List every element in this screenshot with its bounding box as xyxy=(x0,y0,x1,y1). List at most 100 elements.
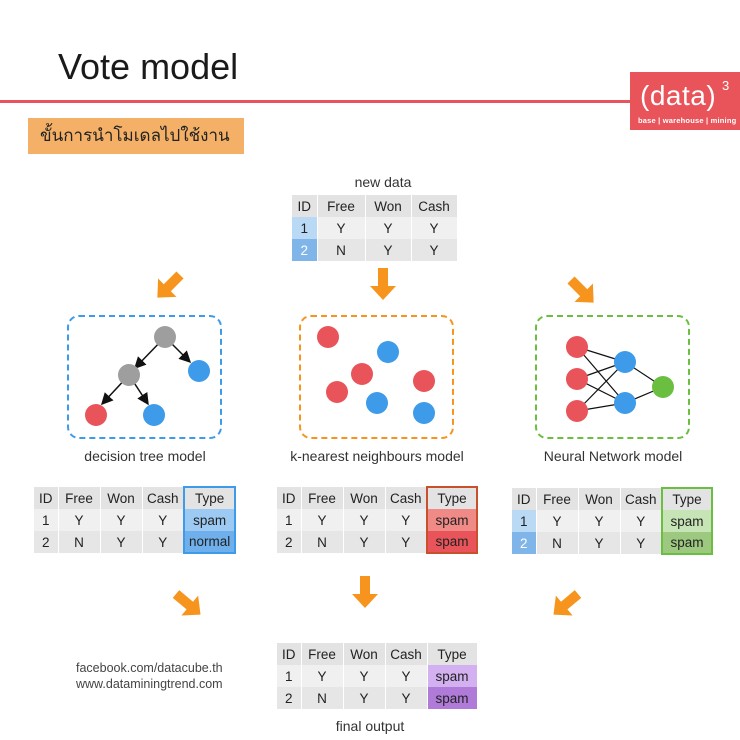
table-cell: Y xyxy=(411,239,458,261)
final-output-table: ID Free Won Cash Type 1 Y Y Y spam 2 N Y… xyxy=(277,643,478,709)
arrow-to-decision-tree-icon xyxy=(157,271,184,298)
type-cell: spam xyxy=(661,510,713,532)
table-row: 1 Y Y Y xyxy=(292,217,458,239)
col-header: Free xyxy=(536,488,579,510)
page-title: Vote model xyxy=(58,46,239,87)
decision-tree-icon xyxy=(85,326,210,426)
new-data-table: ID Free Won Cash 1 Y Y Y 2 N Y Y xyxy=(292,195,458,261)
decision-tree-frame xyxy=(67,315,222,439)
datacube-logo: (data) 3 base | warehouse | mining xyxy=(630,72,740,130)
col-header: Type xyxy=(661,487,713,510)
website-link[interactable]: www.dataminingtrend.com xyxy=(76,677,223,691)
table-cell: 1 xyxy=(277,509,302,531)
table-cell: Y xyxy=(578,510,621,532)
table-row: 1 Y Y Y spam xyxy=(34,509,237,531)
col-header: Won xyxy=(343,487,386,509)
type-cell: spam xyxy=(661,532,713,555)
col-header: Won xyxy=(578,488,621,510)
table-cell: Y xyxy=(343,665,386,687)
table-cell: Y xyxy=(142,531,185,553)
logo-text: (data) xyxy=(640,80,717,111)
type-cell: spam xyxy=(427,687,478,709)
knn-result-table: ID Free Won Cash Type 1 Y Y Y spam 2 N Y… xyxy=(277,486,478,554)
table-cell: Y xyxy=(620,510,663,532)
col-header: Free xyxy=(317,195,366,217)
table-cell: Y xyxy=(343,531,386,553)
decision-tree-result-table: ID Free Won Cash Type 1 Y Y Y spam 2 N Y… xyxy=(34,486,237,554)
title-underline xyxy=(0,100,630,103)
arrow-from-neural-net-icon xyxy=(553,590,582,616)
table-cell: N xyxy=(301,531,344,553)
table-cell: 2 xyxy=(277,687,302,709)
table-cell: Y xyxy=(620,532,663,554)
col-header: ID xyxy=(292,195,318,217)
table-row: 2 N Y Y spam xyxy=(512,532,713,555)
col-header: Won xyxy=(365,195,412,217)
col-header: ID xyxy=(277,643,302,665)
table-cell: Y xyxy=(343,687,386,709)
col-header: Cash xyxy=(620,488,663,510)
orange-arrows xyxy=(157,268,594,616)
table-cell: Y xyxy=(142,509,185,531)
col-header: Won xyxy=(100,487,143,509)
type-cell: spam xyxy=(182,509,237,531)
facebook-link[interactable]: facebook.com/datacube.th xyxy=(76,661,223,675)
table-cell: Y xyxy=(578,532,621,554)
decision-tree-caption: decision tree model xyxy=(84,448,206,464)
arrow-from-decision-tree-icon xyxy=(172,590,201,616)
table-cell: Y xyxy=(100,531,143,553)
knn-caption: k-nearest neighbours model xyxy=(290,448,464,464)
table-cell: Y xyxy=(385,531,428,553)
table-cell: 1 xyxy=(277,665,302,687)
table-cell: N xyxy=(58,531,101,553)
table-row: 1 Y Y Y spam xyxy=(277,665,478,687)
col-header: ID xyxy=(512,488,537,510)
table-cell: N xyxy=(536,532,579,554)
table-cell: Y xyxy=(100,509,143,531)
table-cell: Y xyxy=(58,509,101,531)
col-header: ID xyxy=(34,487,59,509)
col-header: Cash xyxy=(142,487,185,509)
footer-links: facebook.com/datacube.th www.dataminingt… xyxy=(76,660,223,692)
col-header: Free xyxy=(301,643,344,665)
col-header: Free xyxy=(58,487,101,509)
table-cell: Y xyxy=(536,510,579,532)
col-header: ID xyxy=(277,487,302,509)
arrow-to-neural-net-icon xyxy=(567,276,594,303)
table-cell: Y xyxy=(317,217,366,239)
col-header: Type xyxy=(182,486,237,509)
logo-superscript: 3 xyxy=(722,78,730,93)
table-row: 1 Y Y Y spam xyxy=(512,510,713,532)
new-data-caption: new data xyxy=(354,174,412,190)
col-header: Cash xyxy=(385,643,428,665)
type-cell: spam xyxy=(427,665,478,687)
knn-scatter-icon xyxy=(317,326,435,424)
col-header: Cash xyxy=(411,195,458,217)
table-cell: Y xyxy=(411,217,458,239)
col-header: Type xyxy=(427,643,478,665)
table-cell: Y xyxy=(385,687,428,709)
table-cell: Y xyxy=(301,665,344,687)
table-cell: 1 xyxy=(512,510,537,532)
table-row: 2 N Y Y spam xyxy=(277,531,478,554)
col-header: Type xyxy=(426,486,478,509)
table-cell: N xyxy=(317,239,366,261)
type-cell: spam xyxy=(426,509,478,531)
table-row: 2 N Y Y xyxy=(292,239,458,261)
table-cell: 2 xyxy=(292,239,318,261)
table-cell: Y xyxy=(365,239,412,261)
neural-network-icon xyxy=(566,336,674,422)
table-cell: Y xyxy=(343,509,386,531)
neural-network-result-table: ID Free Won Cash Type 1 Y Y Y spam 2 N Y… xyxy=(512,487,713,555)
table-cell: N xyxy=(301,687,344,709)
knn-frame xyxy=(299,315,454,439)
table-cell: Y xyxy=(385,509,428,531)
arrow-to-knn-icon xyxy=(370,268,396,300)
type-cell: spam xyxy=(426,531,478,554)
arrow-from-knn-icon xyxy=(352,576,378,608)
col-header: Free xyxy=(301,487,344,509)
table-row: 1 Y Y Y spam xyxy=(277,509,478,531)
table-cell: 1 xyxy=(34,509,59,531)
final-output-caption: final output xyxy=(335,718,405,734)
